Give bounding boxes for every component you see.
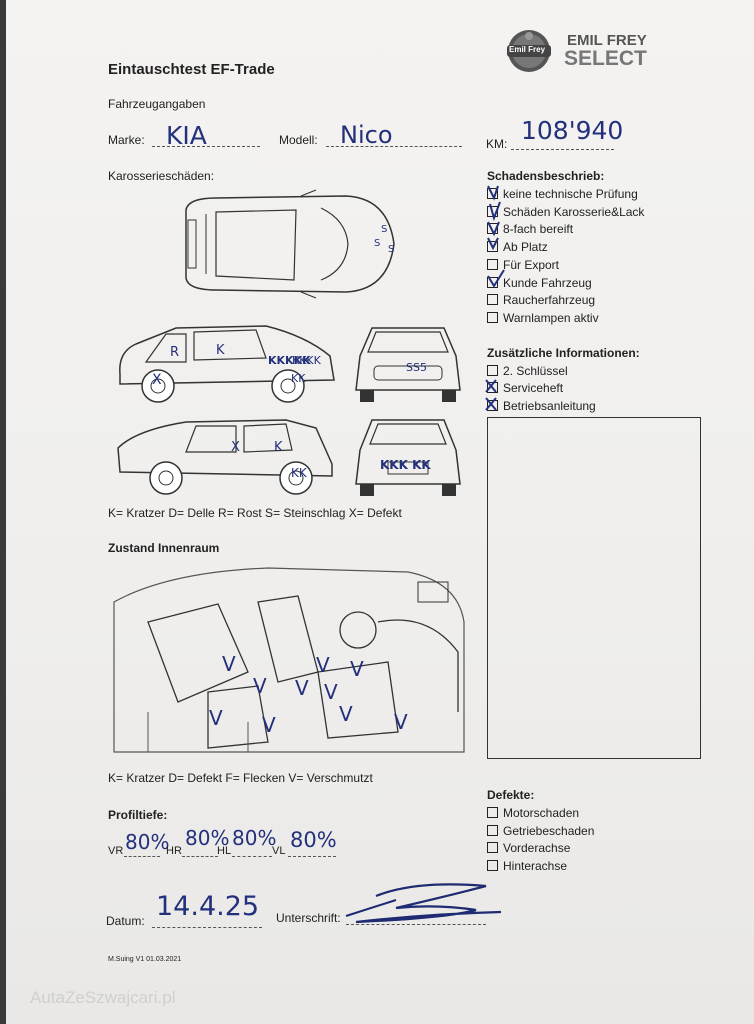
checkbox-ab-platz[interactable]: Ab Platz <box>487 240 548 254</box>
checkbox-engine-damage[interactable]: Motorschaden <box>487 806 579 820</box>
tread-vl-line <box>288 856 336 857</box>
damage-mark: S <box>374 238 381 249</box>
checkbox-manual[interactable]: Betriebsanleitung <box>487 399 596 413</box>
tread-vr-line <box>124 856 160 857</box>
body-damage-label: Karosserieschäden: <box>108 169 215 183</box>
interior-mark: V <box>262 713 276 737</box>
checkbox-warning-lights[interactable]: Warnlampen aktiv <box>487 311 599 325</box>
checkbox-front-axle[interactable]: Vorderachse <box>487 841 570 855</box>
damage-mark: S <box>381 224 388 235</box>
interior-mark: V <box>222 652 236 676</box>
damage-mark: X <box>152 372 162 388</box>
km-label: KM: <box>486 137 508 151</box>
interior-mark: V <box>324 680 338 704</box>
damage-mark: KK <box>291 372 306 385</box>
additional-info-label: Zusätzliche Informationen: <box>487 346 640 360</box>
emil-frey-logo-icon <box>507 30 551 72</box>
checkbox-gearbox-damage[interactable]: Getriebeschaden <box>487 824 594 838</box>
damage-mark: X <box>231 440 240 455</box>
date-label: Datum: <box>106 914 145 928</box>
make-label: Marke: <box>108 133 145 147</box>
checkmark-strokes-icon <box>487 185 505 288</box>
damage-mark: KKKKK <box>268 354 311 367</box>
car-rear-view-diagram <box>355 419 461 496</box>
car-interior-diagram <box>113 567 465 753</box>
interior-mark: V <box>316 653 330 677</box>
tread-hl-value: 80% <box>232 826 277 850</box>
checkmark-strokes-icon <box>485 379 497 411</box>
damage-mark: KKK KK <box>380 458 431 472</box>
form-version: M.Suing V1 01.03.2021 <box>108 956 182 963</box>
interior-mark: V <box>394 710 408 734</box>
logo-brand-top: EMIL FREY <box>567 32 647 49</box>
tread-vl-value: 80% <box>290 828 337 852</box>
checkbox-no-technical-check[interactable]: keine technische Prüfung <box>487 187 638 201</box>
checkbox-export[interactable]: Für Export <box>487 258 559 272</box>
tread-hr-line <box>182 856 218 857</box>
damage-mark: KKKK <box>292 354 321 367</box>
km-value: 108'940 <box>521 116 624 145</box>
interior-mark: V <box>350 657 364 681</box>
form-sheet: Emil Frey EMIL FREY SELECT Eintauschtest… <box>6 0 754 1024</box>
logo-wheel-text: Emil Frey <box>509 45 546 54</box>
car-side-view-right-diagram <box>119 325 335 403</box>
watermark: AutaZeSzwajcari.pl <box>30 988 176 1007</box>
logo-brand-bottom: SELECT <box>564 47 647 70</box>
tread-hl-line <box>232 856 272 857</box>
damage-mark: R <box>170 345 180 360</box>
checkbox-service-book[interactable]: Serviceheft <box>487 381 563 395</box>
interior-mark: V <box>339 702 353 726</box>
tread-hl-label: HL <box>217 845 232 857</box>
tread-label: Profiltiefe: <box>108 808 168 822</box>
damage-mark: K <box>274 440 283 455</box>
defects-label: Defekte: <box>487 788 535 802</box>
interior-legend: K= Kratzer D= Defekt F= Flecken V= Versc… <box>108 771 373 785</box>
tread-vl-label: VL <box>272 845 286 857</box>
model-label: Modell: <box>279 133 318 147</box>
interior-mark: V <box>295 676 309 700</box>
car-top-view-diagram <box>185 189 395 299</box>
car-front-view-diagram <box>355 327 461 402</box>
car-side-view-left-diagram <box>117 419 333 495</box>
interior-mark: V <box>209 706 223 730</box>
damage-mark: S <box>388 244 395 255</box>
tread-hr-label: HR <box>166 845 182 857</box>
signature-scribble <box>345 883 502 924</box>
checkbox-8-tires[interactable]: 8-fach bereift <box>487 222 573 236</box>
body-damage-legend: K= Kratzer D= Delle R= Rost S= Steinschl… <box>108 506 402 520</box>
make-line <box>152 146 260 147</box>
tread-vr-label: VR <box>108 845 124 857</box>
notes-box[interactable] <box>487 417 701 759</box>
checkbox-rear-axle[interactable]: Hinterachse <box>487 859 567 873</box>
damage-description-label: Schadensbeschrieb: <box>487 169 605 183</box>
page-title: Eintauschtest EF-Trade <box>108 61 275 78</box>
damage-mark: KK <box>291 466 307 480</box>
tread-vr-value: 80% <box>125 830 170 854</box>
checkbox-smoker[interactable]: Raucherfahrzeug <box>487 293 595 307</box>
model-value: Nico <box>340 121 393 149</box>
interior-mark: V <box>253 674 267 698</box>
damage-mark: K <box>216 343 225 358</box>
checkbox-second-key[interactable]: 2. Schlüssel <box>487 364 568 378</box>
make-value: KIA <box>166 121 207 150</box>
model-line <box>326 146 462 147</box>
tread-hr-value: 80% <box>185 826 230 850</box>
vehicle-section-label: Fahrzeugangaben <box>108 97 206 111</box>
signature-label: Unterschrift: <box>276 911 341 925</box>
signature-line <box>346 924 486 925</box>
damage-mark: SS5 <box>406 361 427 374</box>
date-value: 14.4.25 <box>156 891 260 922</box>
checkbox-customer-vehicle[interactable]: Kunde Fahrzeug <box>487 276 592 290</box>
interior-label: Zustand Innenraum <box>108 541 220 555</box>
km-line <box>511 149 614 150</box>
date-line <box>152 927 262 928</box>
